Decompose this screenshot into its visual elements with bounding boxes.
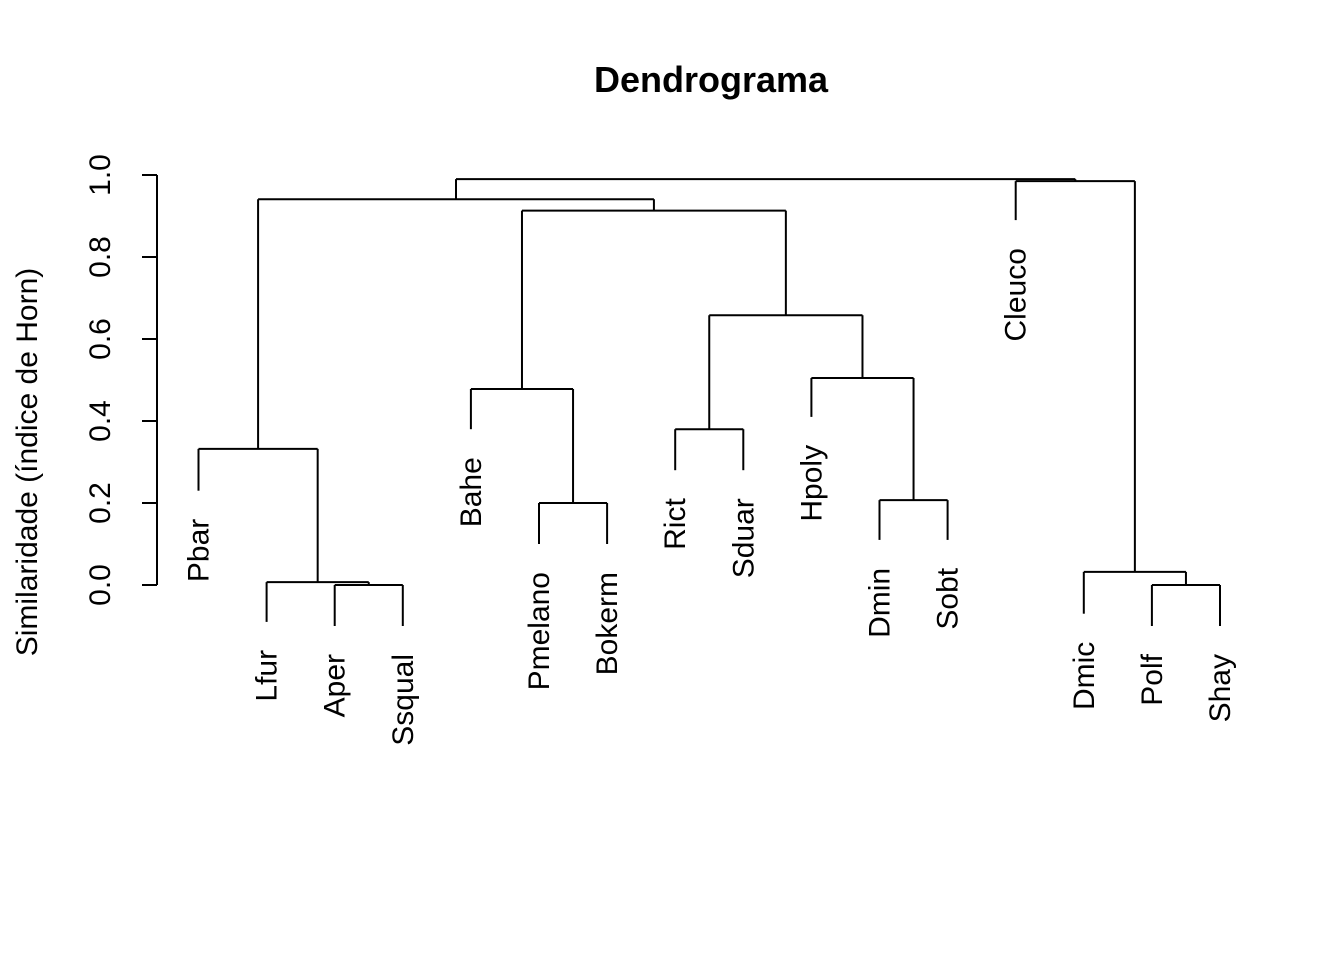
leaf-label-bahe: Bahe [455, 457, 488, 527]
y-tick-label: 0.6 [84, 318, 117, 360]
y-tick-label: 0.0 [84, 564, 117, 606]
leaf-label-pmelano: Pmelano [523, 572, 556, 690]
leaf-label-bokerm: Bokerm [591, 572, 624, 675]
y-tick-label: 0.2 [84, 482, 117, 524]
leaf-label-pbar: Pbar [183, 519, 216, 582]
leaf-label-rict: Rict [659, 498, 692, 550]
leaf-label-dmic: Dmic [1068, 642, 1101, 710]
leaf-label-lfur: Lfur [251, 650, 284, 702]
leaf-label-dmin: Dmin [864, 568, 897, 638]
y-tick-label: 1.0 [84, 154, 117, 196]
dendrogram-tree [197, 178, 1221, 626]
y-axis-label: Similaridade (índice de Horn) [11, 268, 44, 657]
leaf-label-aper: Aper [319, 654, 352, 717]
leaf-label-cleuco: Cleuco [1000, 248, 1033, 341]
leaf-label-sobt: Sobt [932, 567, 965, 629]
leaf-label-shay: Shay [1204, 654, 1237, 722]
y-tick-label: 0.8 [84, 236, 117, 278]
leaf-label-ssqual: Ssqual [387, 654, 420, 746]
leaf-label-sduar: Sduar [727, 498, 760, 578]
leaf-label-polf: Polf [1136, 653, 1169, 705]
y-axis: 0.0 0.2 0.4 0.6 0.8 1.0 [84, 154, 158, 606]
chart-title: Dendrograma [594, 59, 829, 100]
leaf-label-hpoly: Hpoly [795, 445, 828, 522]
y-tick-label: 0.4 [84, 400, 117, 442]
